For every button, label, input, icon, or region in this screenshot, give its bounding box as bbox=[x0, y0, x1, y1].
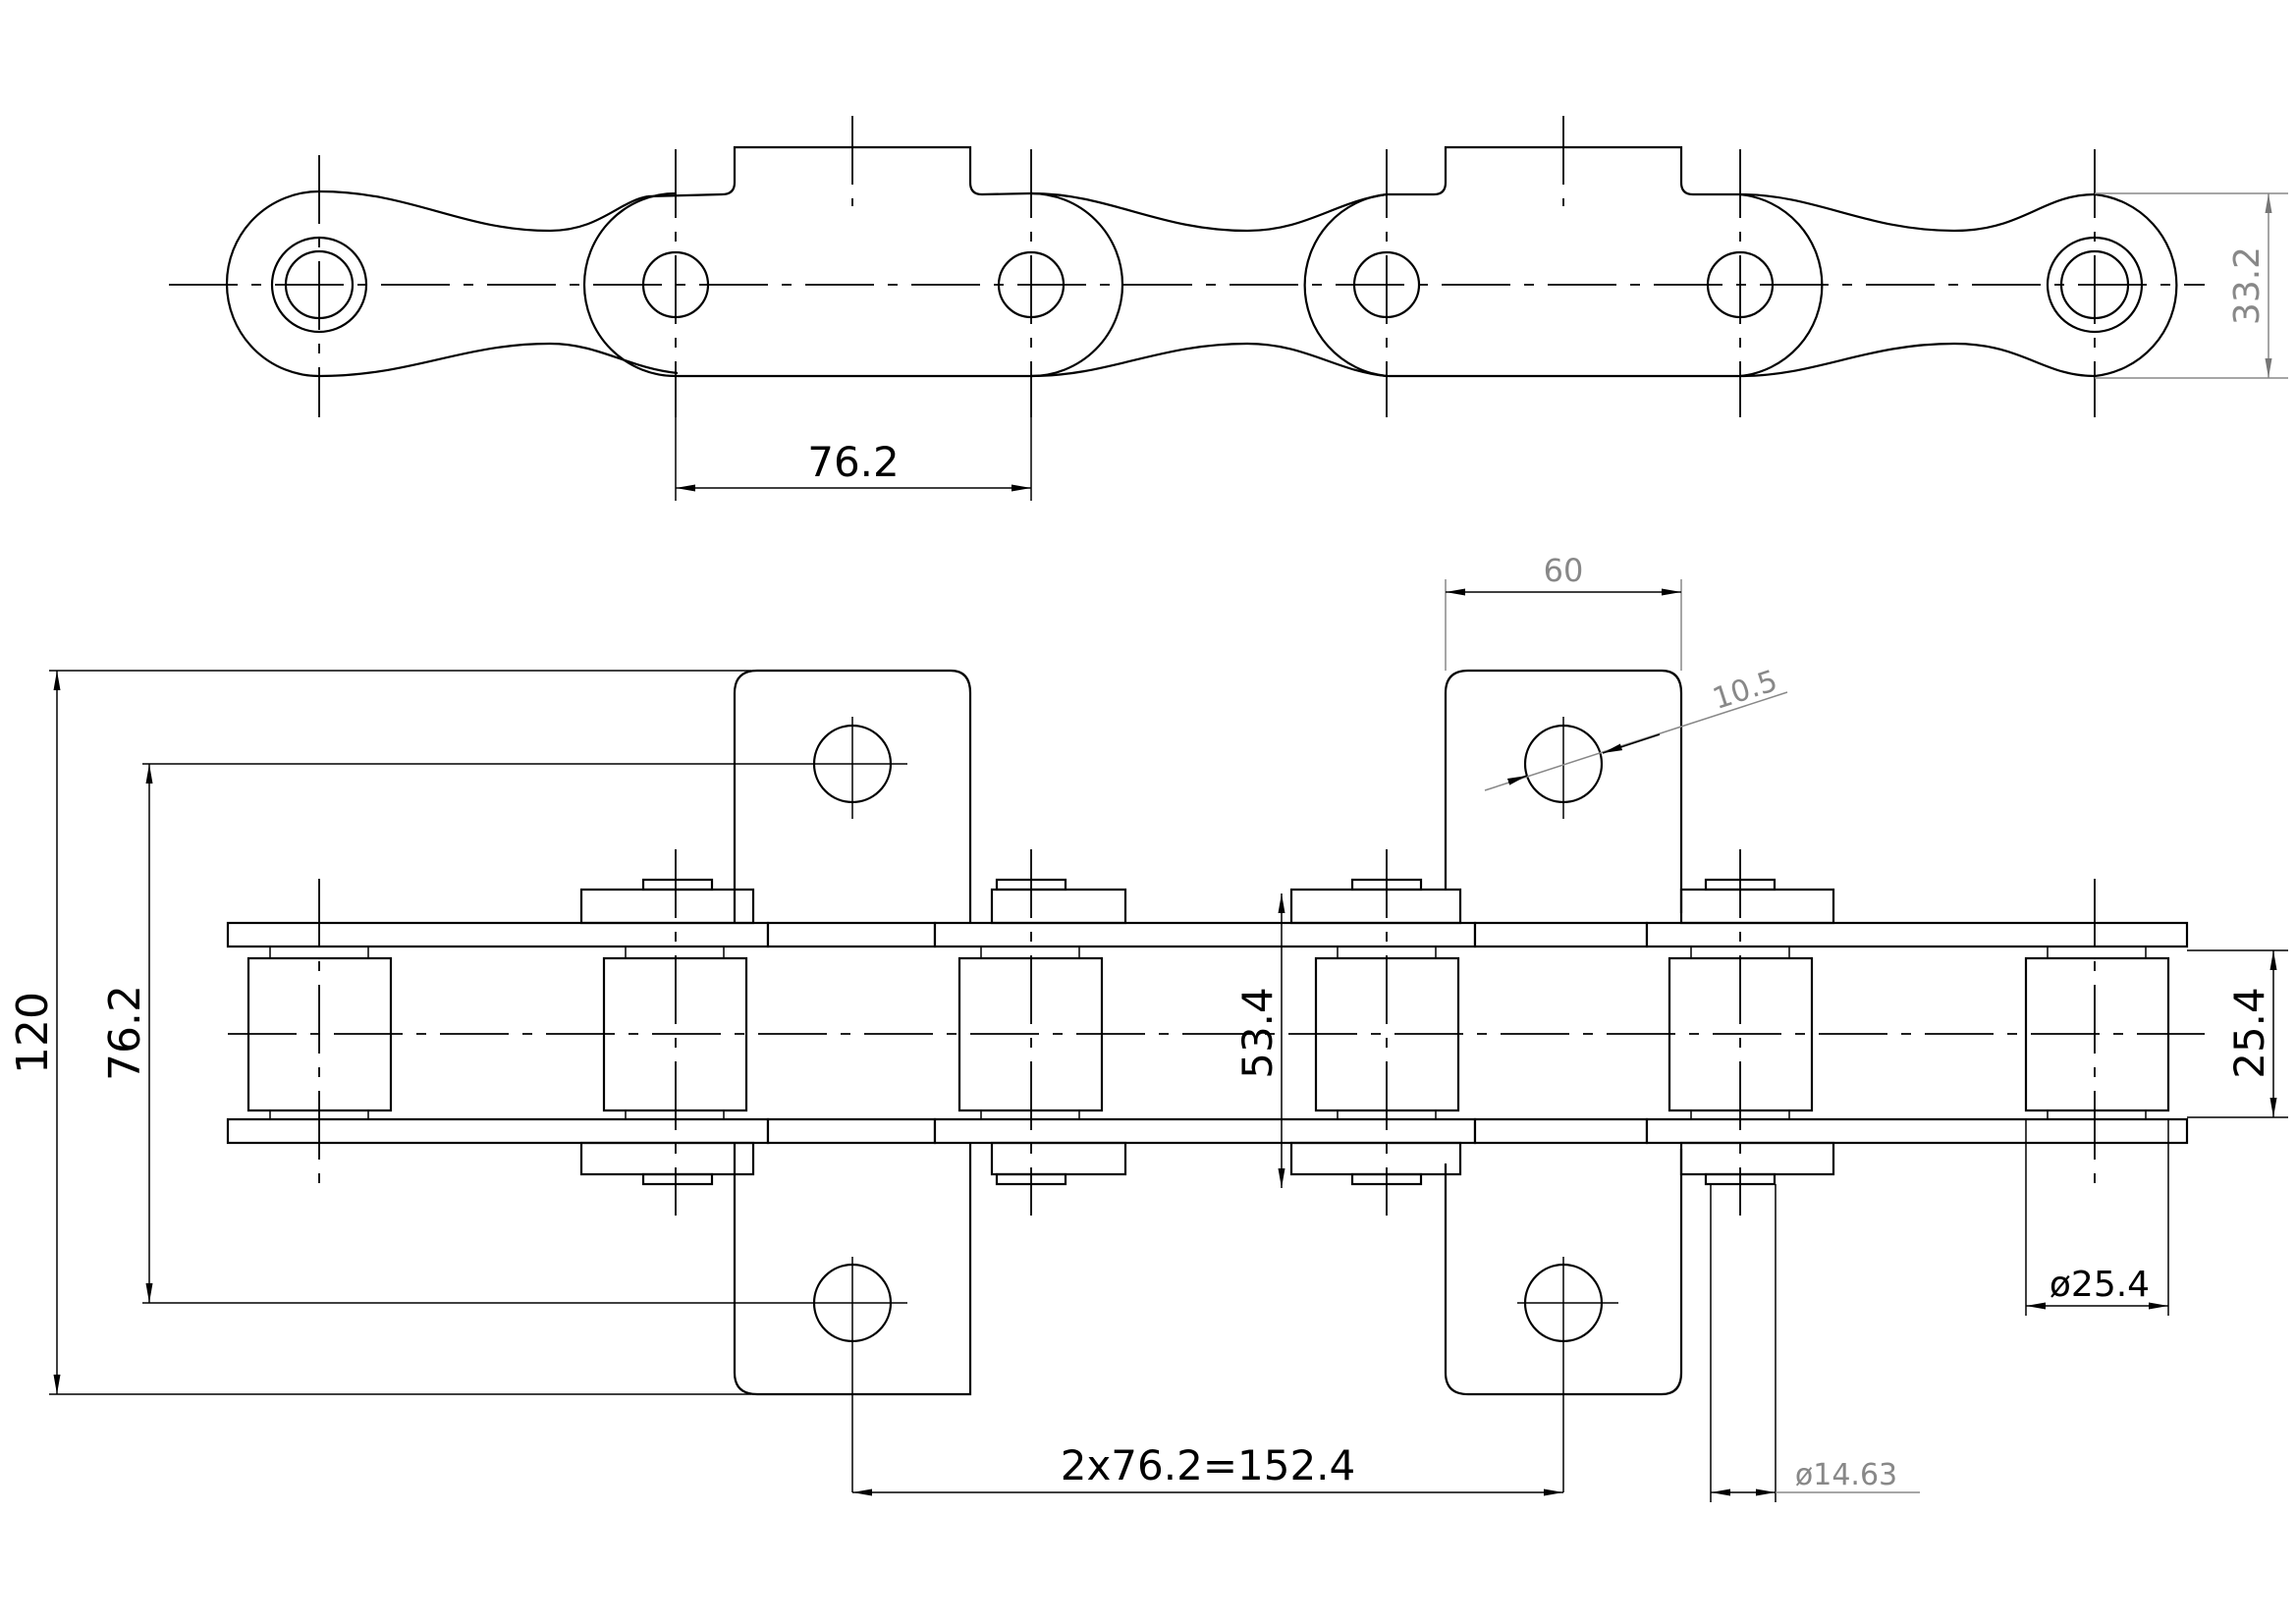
dim-overall-width: 120 bbox=[8, 992, 58, 1074]
plan-view: 120 76.2 53.4 25.4 60 10.5 2x76.2=152.4 bbox=[8, 552, 2288, 1502]
attachment-bottom-1 bbox=[733, 1124, 972, 1396]
dim-roller-width: 25.4 bbox=[2225, 987, 2273, 1079]
side-elevation-view: 76.2 33.2 bbox=[169, 116, 2288, 501]
rollers bbox=[246, 946, 2170, 1120]
dim-hole-diameter: 10.5 bbox=[1709, 664, 1781, 717]
attachment-bottom-2 bbox=[1444, 1149, 1683, 1396]
attachment-top-2 bbox=[1444, 669, 1683, 913]
dim-attachment-pitch: 2x76.2=152.4 bbox=[1061, 1441, 1356, 1489]
dim-attachment-width: 60 bbox=[1544, 552, 1584, 589]
attachment-top-1 bbox=[733, 669, 972, 933]
dim-hole-spacing: 76.2 bbox=[100, 985, 150, 1081]
dim-top-pitch: 76.2 bbox=[807, 438, 900, 486]
dim-chain-width: 53.4 bbox=[1233, 987, 1282, 1079]
dim-link-width: 33.2 bbox=[2227, 246, 2268, 325]
dim-pin-diameter: ø14.63 bbox=[1795, 1458, 1897, 1492]
dim-roller-diameter: ø25.4 bbox=[2050, 1265, 2150, 1305]
